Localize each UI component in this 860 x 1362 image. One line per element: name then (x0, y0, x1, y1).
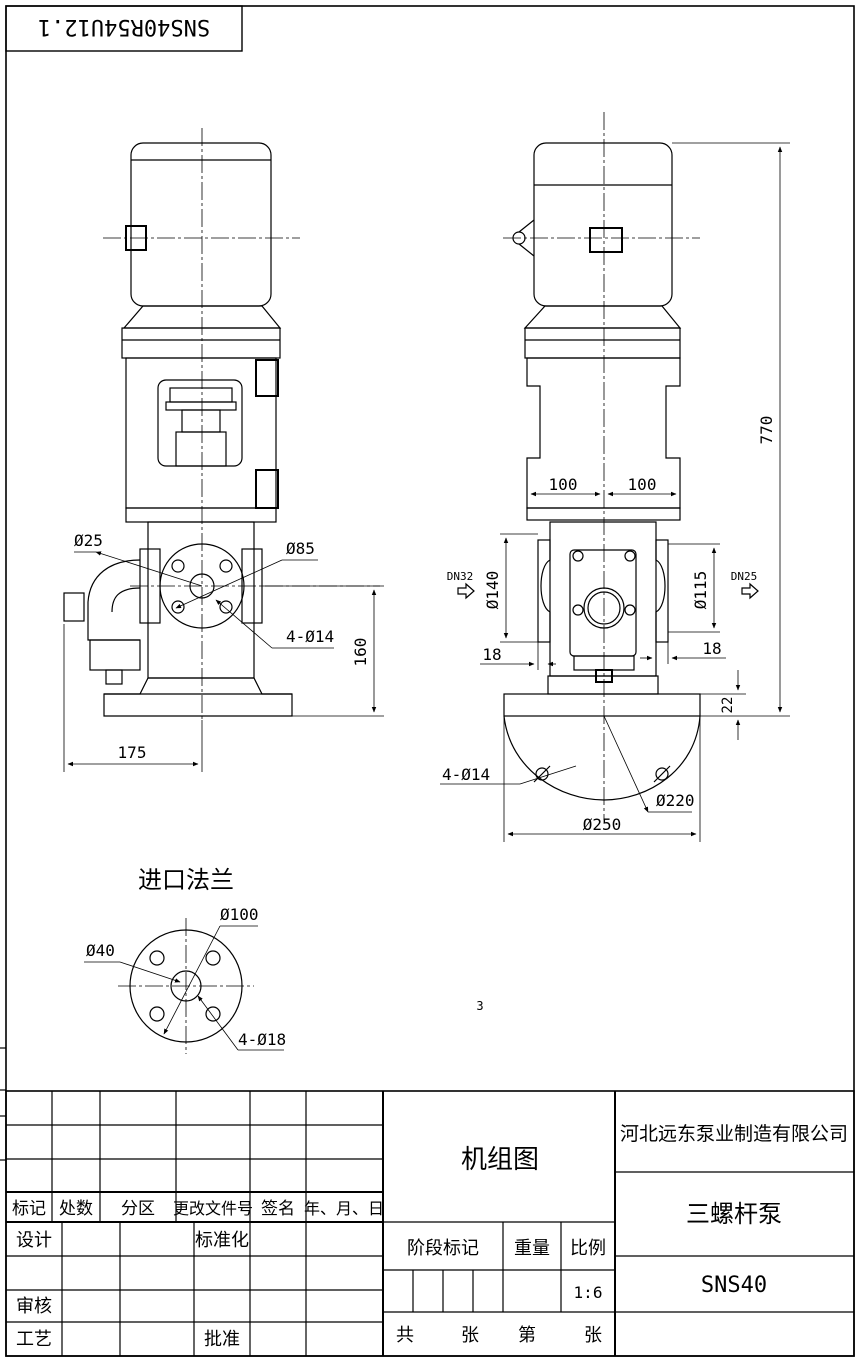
label-review: 审核 (16, 1296, 52, 1317)
dim-base-pcd: Ø220 (656, 791, 695, 810)
company-name: 河北远东泵业制造有限公司 (620, 1123, 848, 1145)
svg-text:分区: 分区 (121, 1199, 155, 1219)
dim-flange-holes: 4-Ø18 (238, 1030, 286, 1049)
front-view: Ø25 Ø85 4-Ø14 160 175 (63, 128, 384, 772)
dim-inlet-bore: Ø25 (74, 531, 103, 550)
dim-right-100: 100 (628, 475, 657, 494)
title-block: 标记 处数 分区 更改文件号 签名 年、月、日 设计 标准化 审核 工艺 批准 … (5, 1090, 855, 1357)
inlet-flange-title: 进口法兰 (138, 866, 234, 894)
label-weight: 重量 (514, 1238, 550, 1259)
drawing-number: SNS40R54U12.1 (38, 14, 210, 39)
svg-text:签名: 签名 (261, 1199, 295, 1219)
inlet-flange-detail: 进口法兰 Ø100 Ø40 4-Ø18 (84, 866, 286, 1054)
dim-flange-pcd: Ø85 (286, 539, 315, 558)
dim-base-diameter: Ø250 (583, 815, 622, 834)
label-total: 共 (396, 1325, 414, 1346)
product-name: 三螺杆泵 (686, 1200, 782, 1228)
dim-right-18: 18 (702, 639, 721, 658)
label-process: 工艺 (16, 1329, 52, 1350)
dim-left-100: 100 (549, 475, 578, 494)
dim-outlet-flange: Ø115 (691, 571, 710, 610)
label-nth: 第 (518, 1325, 536, 1346)
motor-body (130, 142, 272, 307)
model-number: SNS40 (701, 1273, 767, 1298)
drawing-title: 机组图 (461, 1145, 539, 1175)
label-scale: 比例 (570, 1238, 606, 1259)
label-approve: 批准 (204, 1329, 240, 1350)
scale-value: 1:6 (574, 1283, 603, 1302)
dim-total-height: 770 (757, 416, 776, 445)
svg-text:年、月、日: 年、月、日 (304, 1199, 384, 1218)
revision-headers: 标记 处数 分区 更改文件号 签名 年、月、日 (12, 1199, 384, 1219)
side-motor-body (533, 142, 673, 307)
label-sheets: 张 (461, 1325, 479, 1346)
svg-text:更改文件号: 更改文件号 (173, 1199, 253, 1218)
pump-body (147, 521, 255, 679)
label-standardize: 标准化 (195, 1230, 249, 1251)
svg-text:标记: 标记 (12, 1199, 46, 1219)
outlet-dn: DN25 (731, 570, 758, 583)
svg-text:处数: 处数 (59, 1199, 93, 1219)
label-sheet: 张 (584, 1325, 602, 1346)
dim-flange-bore: Ø40 (86, 941, 115, 960)
dim-inlet-flange: Ø140 (483, 571, 502, 610)
dim-left-18: 18 (482, 645, 501, 664)
sheet-border (5, 5, 855, 1357)
drawing-number-box: SNS40R54U12.1 (5, 5, 243, 52)
dim-base-thickness: 22 (720, 697, 736, 714)
dim-offset-front: 175 (118, 743, 147, 762)
page-marker: 3 (476, 999, 483, 1013)
label-design: 设计 (16, 1230, 52, 1251)
dim-flange-outer: Ø100 (220, 905, 259, 924)
side-view: 100 100 Ø140 Ø115 DN32 DN25 18 18 770 (440, 112, 790, 842)
dim-height-front: 160 (351, 638, 370, 667)
dim-bolt-holes-front: 4-Ø14 (286, 627, 334, 646)
inlet-dn: DN32 (447, 570, 474, 583)
dim-bolt-holes-side: 4-Ø14 (442, 765, 490, 784)
label-stage: 阶段标记 (407, 1238, 479, 1259)
